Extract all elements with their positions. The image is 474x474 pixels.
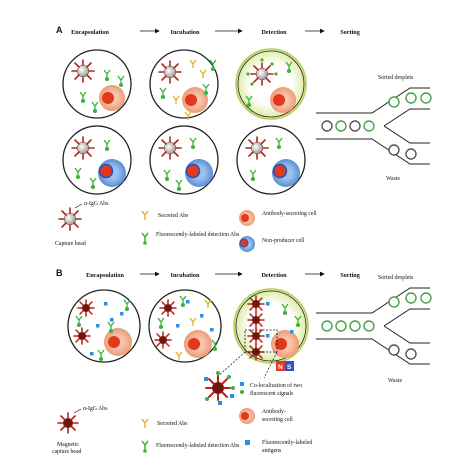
droplet-train-b: [321, 292, 432, 360]
legend-aigg-b: α-IgG Abs: [83, 406, 108, 412]
legend-antibody-cell-b-line1: Antibody-: [262, 409, 286, 415]
secreted-ab-icon: [141, 418, 149, 428]
magnet-s: S: [287, 364, 292, 371]
legend-b: Co-localization of two fluorescent signa…: [52, 382, 312, 455]
panel-a-step-labels: Encapsulation Incubation Detection Sorti…: [71, 28, 361, 36]
legend-antibody-cell-b-line2: secreting cell: [262, 417, 293, 423]
step-sorting-a: Sorting: [340, 29, 361, 36]
legend-magnetic-bead-line2: capture bead: [52, 449, 82, 455]
antigen-icon: [245, 440, 250, 445]
step-encapsulation-a: Encapsulation: [71, 29, 109, 36]
capture-bead-icon: [71, 136, 95, 160]
step-incubation-a: Incubation: [171, 29, 200, 36]
droplet-a-encap-nonproducer: [62, 125, 132, 195]
step-detection-b: Detection: [261, 272, 287, 279]
legend-colocalization-line1: Co-localization of two: [250, 382, 302, 389]
sorted-droplets-label-a: Sorted droplets: [378, 75, 414, 81]
legend-secreted-a: Secreted Abs: [158, 213, 189, 219]
capture-bead-icon: [158, 136, 182, 160]
droplet-a-incub-producer: [149, 49, 219, 120]
panel-a-letter: A: [56, 25, 63, 35]
magnet-icon: N S: [276, 361, 294, 371]
legend-detection-a: Fluorescently-labeled detection Abs: [156, 232, 240, 238]
waste-label-b: Waste: [388, 378, 402, 384]
step-sorting-b: Sorting: [340, 272, 361, 279]
step-encapsulation-b: Encapsulation: [86, 272, 124, 279]
waste-label-a: Waste: [386, 176, 400, 182]
secreted-ab-icon: [141, 210, 149, 220]
legend-a: α-IgG Abs Capture bead Secreted Abs Fluo…: [55, 201, 317, 252]
droplet-b-encap: [67, 289, 141, 363]
nonproducer-cell-icon: [239, 236, 255, 252]
detection-ab-icon: [141, 232, 149, 245]
droplet-a-detect-nonproducer: [236, 125, 306, 195]
droplet-b-detect: [233, 288, 309, 364]
panel-b-letter: B: [56, 268, 63, 278]
legend-antigens-line1: Fluorescently-labeled: [262, 440, 312, 446]
legend-aigg-a: α-IgG Abs: [84, 201, 109, 207]
detection-ab-icon: [141, 440, 149, 453]
sorted-droplets-label-b: Sorted droplets: [378, 275, 414, 281]
panel-b-step-labels: Encapsulation Incubation Detection Sorti…: [86, 271, 361, 279]
capture-bead-icon: [58, 207, 82, 231]
capture-bead-icon: [246, 58, 278, 86]
legend-capture-bead: Capture bead: [55, 241, 86, 247]
capture-bead-icon: [158, 60, 182, 84]
step-incubation-b: Incubation: [171, 272, 200, 279]
legend-colocalization-line2: fluorescent signals: [250, 390, 294, 397]
step-detection-a: Detection: [261, 29, 287, 36]
legend-antibody-cell-a: Antibody-secreting cell: [262, 211, 317, 217]
zoomed-complex: [204, 371, 235, 405]
droplet-a-incub-nonproducer: [149, 125, 219, 195]
legend-nonproducer-a: Non-producer cell: [262, 238, 305, 244]
magnet-n: N: [278, 364, 283, 371]
colocalization-icon: [240, 382, 244, 394]
antibody-cell-icon: [239, 210, 255, 226]
droplet-a-encap-producer: [62, 49, 132, 119]
capture-bead-icon: [245, 136, 269, 160]
droplet-b-incub: [148, 289, 222, 363]
capture-bead-icon: [71, 59, 95, 83]
zoom-lines: [215, 351, 278, 379]
legend-antigens-line2: antigens: [262, 448, 282, 454]
legend-secreted-b: Secreted Abs: [157, 421, 188, 427]
antibody-cell-icon: [239, 408, 255, 424]
droplet-a-detect-producer: [235, 48, 307, 120]
legend-magnetic-bead-line1: Magnetic: [57, 442, 79, 448]
legend-detection-b: Fluorescently-labeled detection Abs: [156, 443, 240, 449]
magnetic-beads: [73, 299, 95, 345]
droplet-train-a: [321, 92, 432, 160]
magnetic-bead-icon: [57, 412, 79, 434]
zoom-box: [244, 329, 278, 353]
